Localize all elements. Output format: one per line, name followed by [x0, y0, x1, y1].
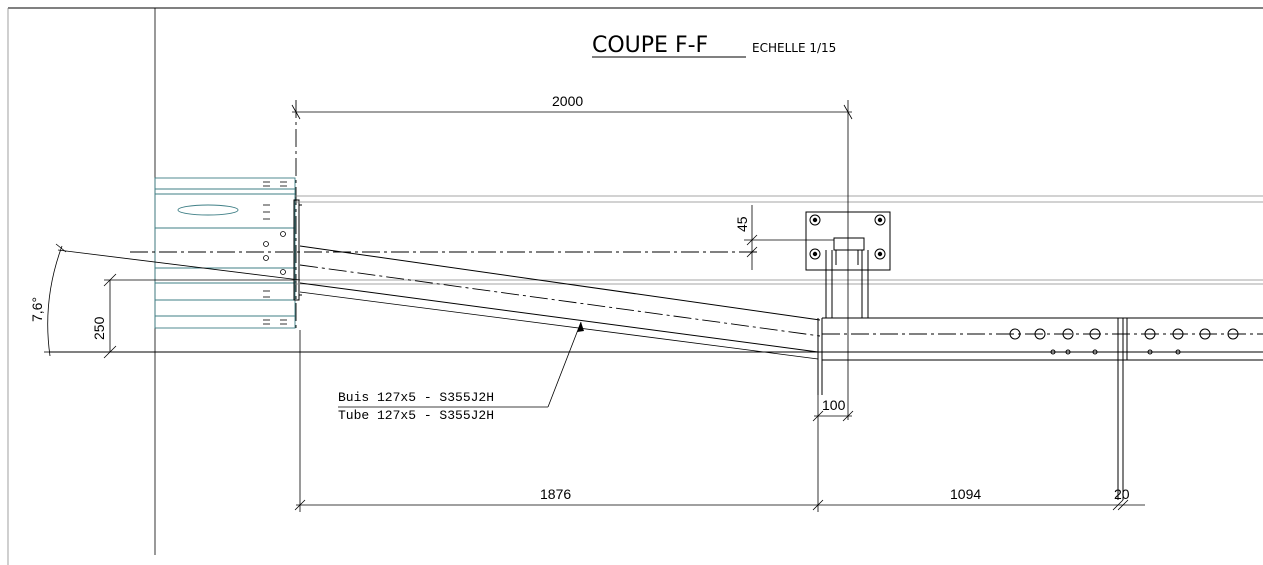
svg-text:Buis 127x5 - S355J2H: Buis 127x5 - S355J2H — [338, 390, 494, 405]
dimension-2000: 2000 — [291, 93, 853, 120]
bottom-dimensions: 1876 1094 20 — [294, 330, 1145, 512]
svg-text:100: 100 — [822, 397, 846, 413]
svg-text:250: 250 — [91, 316, 107, 340]
svg-text:7,6°: 7,6° — [29, 297, 45, 322]
tube-note: Buis 127x5 - S355J2H Tube 127x5 - S355J2… — [338, 321, 584, 423]
angle-reference-line — [57, 249, 301, 281]
dimension-250: 250 — [91, 273, 294, 359]
dimension-45: 45 — [734, 205, 834, 270]
tube-holes — [1009, 328, 1239, 355]
dimension-1876: 1876 — [540, 486, 571, 502]
angle-dimension: 7,6° — [29, 243, 67, 357]
wall-panel — [154, 177, 296, 329]
svg-text:Tube 127x5 - S355J2H: Tube 127x5 - S355J2H — [338, 408, 494, 423]
inclined-tube — [299, 245, 821, 360]
svg-text:45: 45 — [734, 216, 750, 232]
section-title: COUPE F-F — [592, 33, 708, 58]
horizontal-tube — [817, 317, 1263, 500]
dimension-20: 20 — [1114, 486, 1130, 502]
dimension-1094: 1094 — [950, 486, 981, 502]
dimension-100: 100 — [812, 397, 854, 422]
wall-base-plate — [293, 199, 302, 301]
svg-text:2000: 2000 — [552, 93, 583, 109]
scale-label: ECHELLE 1/15 — [752, 41, 836, 55]
panel-oval-opening — [177, 204, 239, 216]
bracket-bolts — [809, 214, 886, 260]
